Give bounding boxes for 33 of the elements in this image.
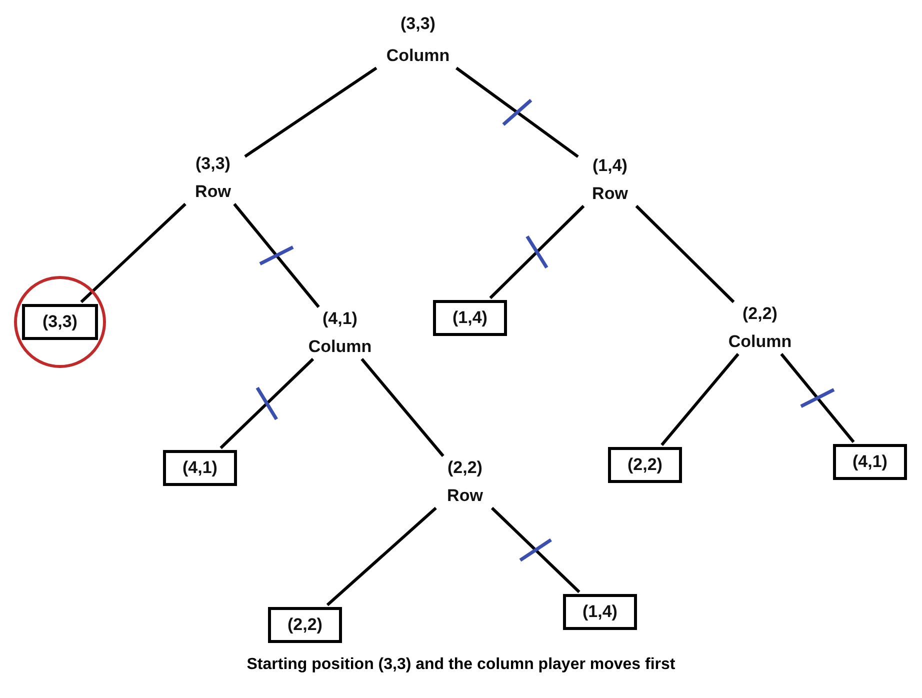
tree-branch — [360, 358, 444, 457]
tree-branch — [780, 353, 855, 443]
player-label: Row — [195, 182, 231, 202]
payoff-label: (1,4) — [592, 156, 628, 176]
player-label: Column — [386, 46, 450, 66]
payoff-label: (3,3) — [400, 14, 436, 34]
tree-branch — [220, 358, 314, 450]
player-label: Row — [447, 486, 483, 506]
outcome-box: (1,4) — [563, 594, 637, 630]
outcome-box: (1,4) — [433, 300, 507, 336]
tree-branch — [635, 204, 735, 304]
player-label: Row — [592, 184, 628, 204]
player-label: Column — [728, 332, 792, 352]
tree-branch — [456, 66, 579, 158]
player-label: Column — [308, 337, 372, 357]
tree-branch — [489, 204, 585, 300]
payoff-label: (2,2) — [742, 304, 778, 324]
highlight-circle — [14, 276, 106, 368]
payoff-label: (2,2) — [448, 458, 482, 478]
tree-branch — [326, 506, 437, 606]
tree-branch — [233, 203, 320, 308]
tree-branch — [80, 202, 186, 304]
tree-branch — [660, 353, 740, 446]
outcome-box: (4,1) — [833, 444, 907, 480]
payoff-label: (3,3) — [196, 154, 230, 174]
outcome-box: (4,1) — [163, 450, 237, 486]
tree-branch — [490, 506, 580, 594]
outcome-box: (3,3) — [22, 304, 98, 340]
outcome-box: (2,2) — [268, 607, 342, 643]
tree-branch — [244, 66, 378, 158]
payoff-label: (4,1) — [322, 309, 358, 329]
caption: Starting position (3,3) and the column player moves first — [246, 656, 676, 673]
outcome-box: (2,2) — [608, 447, 682, 483]
